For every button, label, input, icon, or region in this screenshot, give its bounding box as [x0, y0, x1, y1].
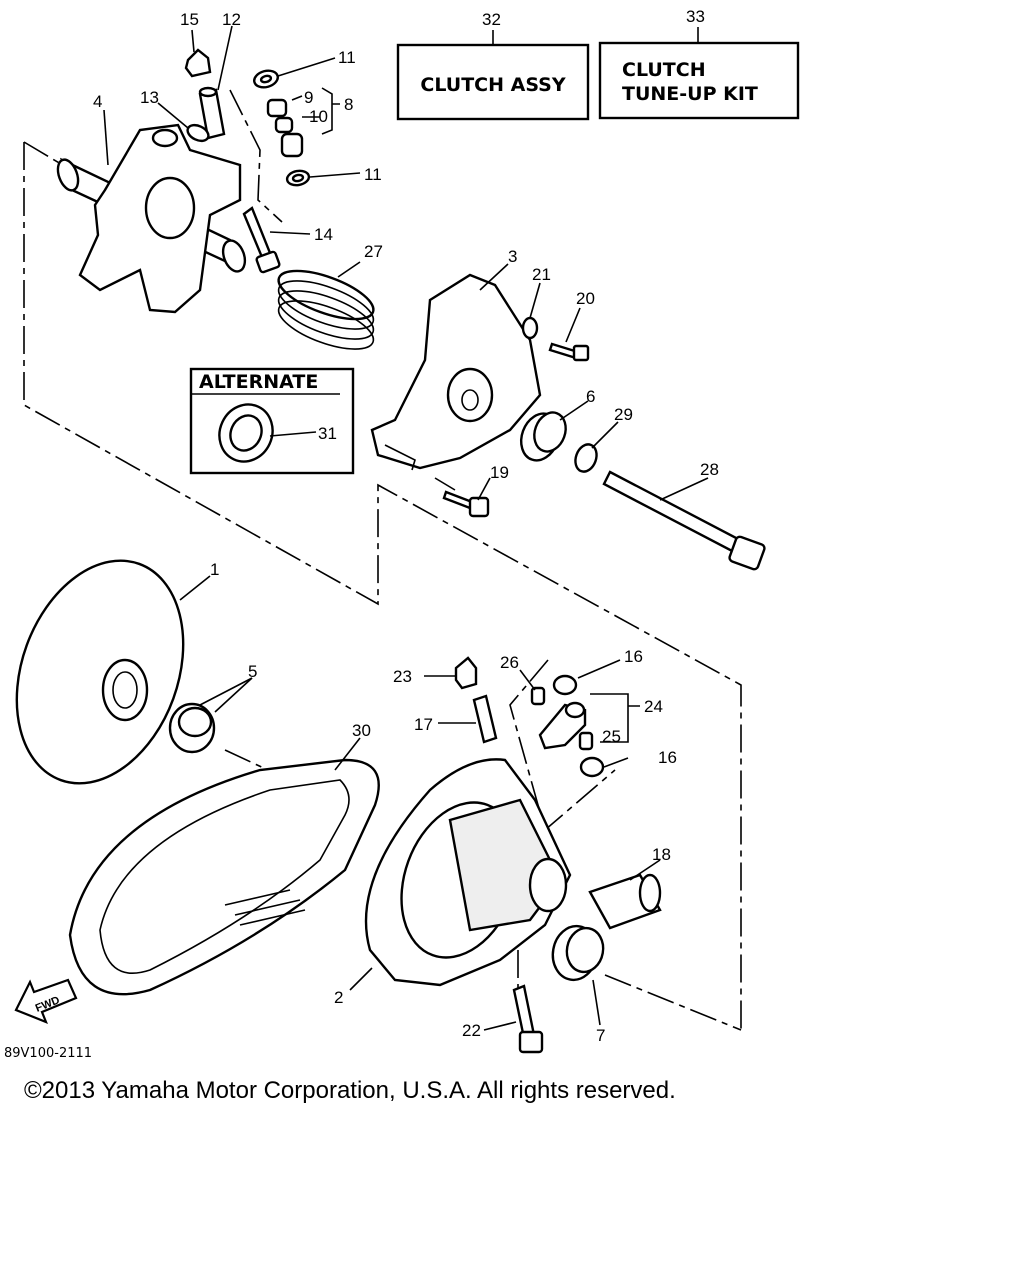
label-24: 24 — [644, 697, 663, 716]
assembly-line-belt — [224, 749, 269, 771]
part-number-labels: 15 12 4 13 11 9 10 8 11 14 27 3 21 20 6 … — [93, 7, 719, 1045]
label-32: 32 — [482, 10, 501, 29]
clutch-tuneup-label-line2: TUNE-UP KIT — [622, 83, 758, 105]
clutch-assy-label: CLUTCH ASSY — [420, 74, 565, 96]
clutch-tuneup-label-line1: CLUTCH — [622, 59, 706, 81]
part-20-screw[interactable] — [548, 342, 590, 362]
clutch-assy-box[interactable]: CLUTCH ASSY — [396, 43, 590, 121]
label-33: 33 — [686, 7, 705, 26]
part-14-bolt[interactable] — [242, 206, 281, 274]
label-19: 19 — [490, 463, 509, 482]
label-30: 30 — [352, 721, 371, 740]
part-1-sheave[interactable] — [0, 537, 213, 806]
label-3: 3 — [508, 247, 517, 266]
part-29-clip[interactable] — [572, 441, 600, 474]
part-25-roller[interactable] — [578, 731, 594, 751]
part-10-roller-pin[interactable] — [274, 116, 304, 158]
part-9-roller[interactable] — [266, 98, 288, 118]
part-7-bushing[interactable] — [549, 923, 607, 984]
assembly-line-weights — [509, 659, 616, 832]
label-29: 29 — [614, 405, 633, 424]
label-22: 22 — [462, 1021, 481, 1040]
label-6: 6 — [586, 387, 595, 406]
leader-lines — [103, 25, 709, 1031]
part-19-bolt[interactable] — [442, 490, 490, 518]
label-4: 4 — [93, 92, 102, 111]
part-31-washer[interactable] — [210, 396, 282, 471]
label-20: 20 — [576, 289, 595, 308]
assembly-line-rollers — [229, 89, 283, 223]
part-28-long-bolt[interactable] — [602, 470, 766, 571]
label-21: 21 — [532, 265, 551, 284]
part-17-pin[interactable] — [472, 694, 498, 744]
label-2: 2 — [334, 988, 343, 1007]
part-4-spider-hub[interactable] — [54, 123, 249, 314]
label-26: 26 — [500, 653, 519, 672]
assembly-line-bottom — [604, 974, 742, 1031]
part-18-bushing[interactable] — [588, 873, 662, 930]
part-2-movable-sheave[interactable] — [364, 758, 572, 987]
label-27: 27 — [364, 242, 383, 261]
label-18: 18 — [652, 845, 671, 864]
label-1: 1 — [210, 560, 219, 579]
label-14: 14 — [314, 225, 333, 244]
label-8: 8 — [344, 95, 353, 114]
part-6-bushing[interactable] — [515, 408, 571, 466]
forward-arrow-icon: FWD — [14, 978, 78, 1024]
label-12: 12 — [222, 10, 241, 29]
label-15: 15 — [180, 10, 199, 29]
diagram-code: 89V100-2111 — [4, 1046, 92, 1061]
part-24-weight-arm[interactable] — [538, 701, 587, 750]
part-11-washer-bottom[interactable] — [285, 169, 311, 187]
assembly-line-bolt19 — [434, 477, 456, 491]
label-9: 9 — [304, 88, 313, 107]
part-27-spring[interactable] — [273, 261, 379, 359]
label-25: 25 — [602, 727, 621, 746]
label-16-top: 16 — [624, 647, 643, 666]
label-10: 10 — [309, 107, 328, 126]
part-26-bolt[interactable] — [530, 686, 546, 706]
part-3-cover[interactable] — [370, 273, 542, 471]
part-22-bolt[interactable] — [512, 984, 544, 1054]
label-5: 5 — [248, 662, 257, 681]
assembly-line-main — [23, 142, 742, 1030]
part-11-washer-top[interactable] — [252, 68, 279, 90]
copyright-notice: ©2013 Yamaha Motor Corporation, U.S.A. A… — [24, 1077, 676, 1104]
label-7: 7 — [596, 1026, 605, 1045]
label-28: 28 — [700, 460, 719, 479]
part-21-nut[interactable] — [521, 316, 539, 340]
part-30-drive-belt[interactable] — [68, 758, 380, 996]
clutch-tuneup-kit-box[interactable]: CLUTCH TUNE-UP KIT — [598, 41, 800, 120]
label-11-bottom: 11 — [364, 165, 382, 184]
label-13: 13 — [140, 88, 159, 107]
label-16-bottom: 16 — [658, 748, 677, 767]
alternate-label: ALTERNATE — [199, 371, 318, 393]
part-5-bushing[interactable] — [168, 702, 216, 754]
part-13-washer[interactable] — [185, 122, 211, 144]
part-15-cap[interactable] — [184, 48, 212, 78]
label-11-top: 11 — [338, 48, 356, 67]
part-16-washer-top[interactable] — [552, 674, 578, 696]
label-23: 23 — [393, 667, 412, 686]
label-31: 31 — [318, 424, 337, 443]
part-16-washer-bottom[interactable] — [579, 756, 605, 778]
part-12-pin[interactable] — [198, 86, 226, 140]
label-17: 17 — [414, 715, 433, 734]
part-23-cap[interactable] — [454, 656, 478, 690]
